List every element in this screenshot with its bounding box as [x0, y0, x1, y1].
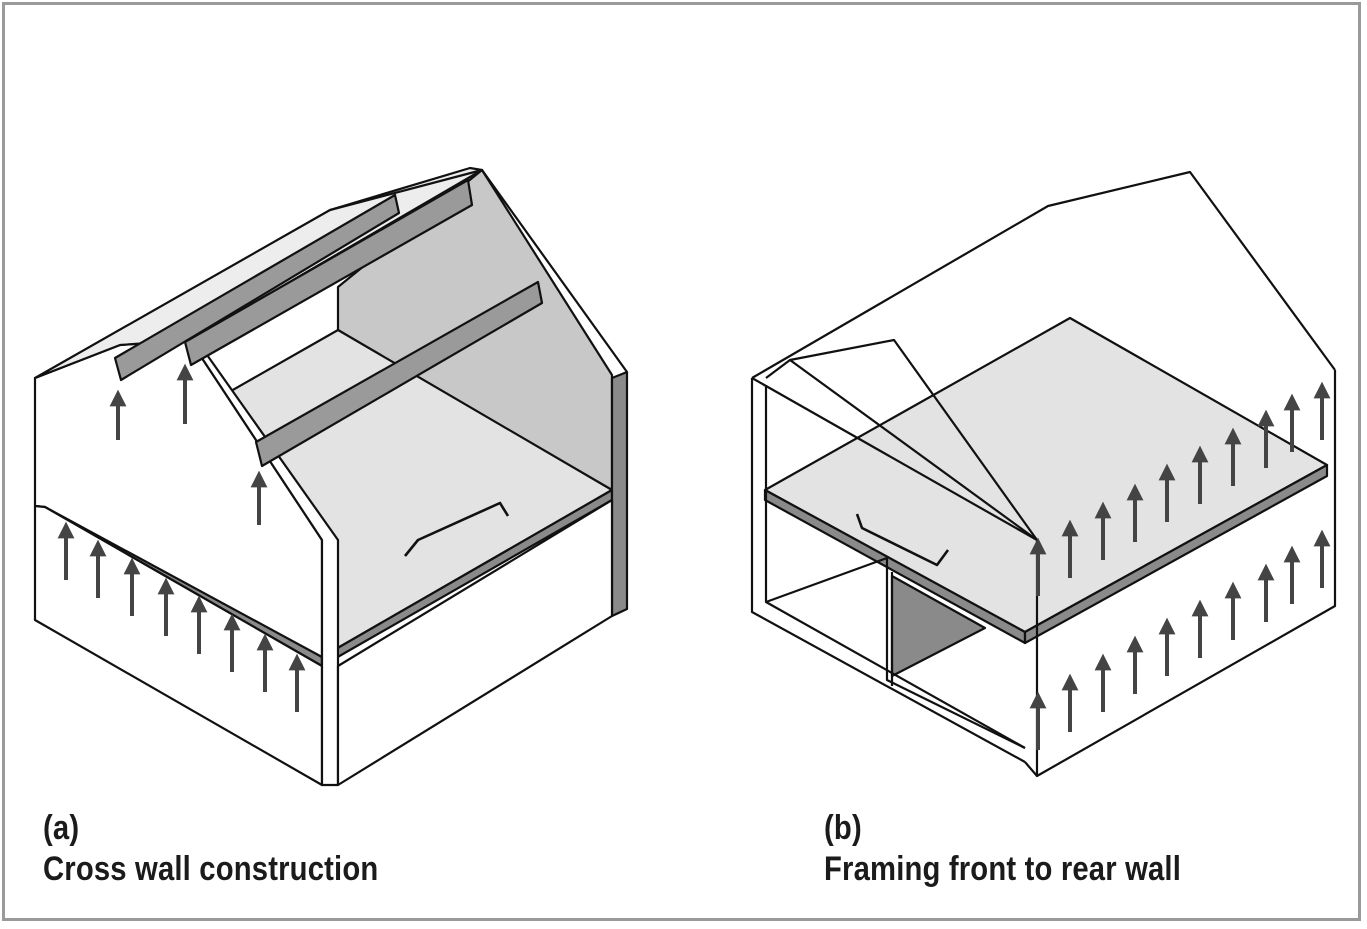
purlin-3	[254, 280, 544, 468]
caption-panel-b: (b) Framing front to rear wall	[824, 808, 1181, 890]
purlin-2	[183, 178, 474, 367]
purlin-1	[113, 193, 401, 382]
ground-wall-line	[765, 556, 888, 604]
span-bracket-icon	[855, 513, 950, 567]
load-arrows-b	[1029, 381, 1331, 750]
front-end-wall	[1024, 370, 1337, 778]
eave-line	[751, 377, 1038, 541]
roof-outline	[751, 170, 1336, 379]
caption-panel-a: (a) Cross wall construction	[43, 808, 378, 890]
span-bracket-icon	[403, 501, 510, 557]
gable-edge	[481, 169, 628, 373]
panel-b-caption: Framing front to rear wall	[824, 850, 1182, 888]
lower-right-wall	[336, 498, 614, 787]
hip-line	[789, 359, 1038, 541]
left-end-wall	[750, 378, 1026, 763]
panel-a-caption: Cross wall construction	[43, 850, 379, 888]
panel-a-tag: (a)	[43, 809, 80, 847]
right-wall-edge	[610, 370, 629, 618]
panel-b-tag: (b)	[824, 809, 862, 847]
panel-a-cross-wall-house	[33, 166, 629, 787]
panel-b-front-to-rear-framing	[750, 170, 1337, 778]
load-arrows-a	[57, 363, 306, 712]
gable-frame	[765, 338, 1038, 541]
ridge-line	[329, 168, 483, 212]
ground-partition	[885, 558, 1026, 749]
upper-floor-slab	[763, 316, 1329, 634]
upper-floor-edge-right	[1023, 463, 1329, 645]
